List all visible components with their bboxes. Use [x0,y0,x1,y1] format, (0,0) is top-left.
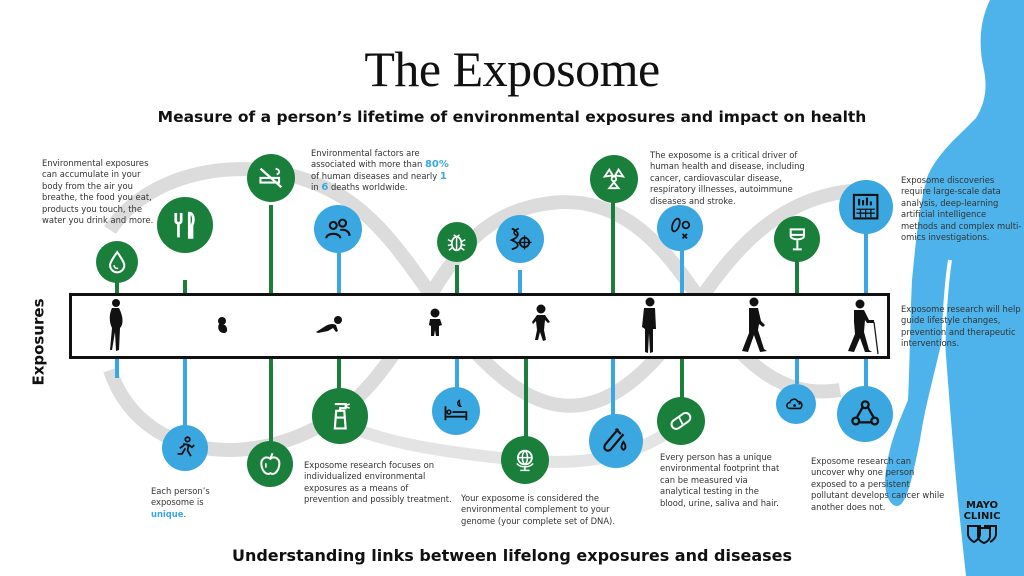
stem-globe [524,358,528,438]
stem-cycle [864,358,868,390]
globe-icon [501,436,549,484]
note-complement: Your exposome is considered the environm… [461,493,615,526]
stem-run2 [183,358,187,428]
infant-figure [218,317,228,333]
exposures-axis-label: Exposures [30,298,49,386]
toddler-figure [429,308,442,336]
cloud-network-icon [776,384,816,424]
dna-target-icon [496,215,544,263]
note-unique: Each person’s exposome is unique. [151,486,210,519]
stem-wine [795,255,799,294]
note-factors: Environmental factors are associated wit… [311,148,449,194]
note-uncover: Exposome research can uncover why one pe… [811,456,945,512]
note-discoveries: Exposome discoveries require large-scale… [901,175,1022,243]
elder-with-cane-figure [848,299,879,355]
stem-data [864,230,868,294]
stem-bed [455,358,459,388]
stat-80-percent: 80% [424,159,449,171]
stat-six: 6 [321,182,329,194]
spray-bottle-icon [312,388,368,444]
stem-pill [680,358,684,400]
no-smoking-icon [247,154,295,202]
people-icon [314,205,362,253]
unique-highlight: unique [151,508,184,519]
radiation-icon [590,155,638,203]
stem-microbe [680,250,684,294]
pill-icon [657,397,705,445]
test-tube-icon [589,414,643,468]
shield-logo-icon [967,525,997,545]
note-individualized: Exposome research focuses on individuali… [304,460,452,505]
standing-adult-figure [642,297,656,353]
data-computer-icon [839,180,893,234]
mayo-clinic-logo: MAYO CLINIC [957,500,1007,547]
page-title: The Exposome [364,41,660,97]
stem-water [115,272,119,294]
stem-dna [518,270,522,294]
walking-adult-figure [742,297,767,352]
footer-title: Understanding links between lifelong exp… [231,546,793,565]
human-silhouette [885,0,1024,576]
fork-knife-icon [157,197,213,253]
apple-icon [247,441,293,487]
stem-tube [611,358,615,420]
running-person-icon [162,425,208,471]
page-subtitle: Measure of a person’s lifetime of enviro… [157,108,867,126]
water-drop-icon [96,241,138,283]
wine-glass-icon [774,216,820,262]
crawling-baby-figure [316,316,342,333]
running-child-figure [532,304,550,341]
stem-people [337,250,341,294]
cycle-network-icon [837,386,893,442]
note-lifestyle: Exposome research will help guide lifest… [901,304,1021,349]
bug-icon [437,222,477,262]
microbes-icon [657,205,703,251]
stem-food [183,280,187,294]
pregnant-woman-figure [109,299,123,351]
stem-spray [337,358,341,394]
stem-cloud [795,358,799,384]
note-driver: The exposome is a critical driver of hum… [650,150,805,206]
sleep-bed-icon [432,387,480,435]
stem-bug [455,265,459,294]
note-footprint: Every person has a unique environmental … [660,452,780,508]
stem-apple [269,358,273,442]
stat-one: 1 [439,170,447,182]
stem-rad [611,200,615,294]
stem-smoke [269,205,273,294]
note-accumulate: Environmental exposures can accumulate i… [42,158,154,226]
stem-run [115,358,119,378]
